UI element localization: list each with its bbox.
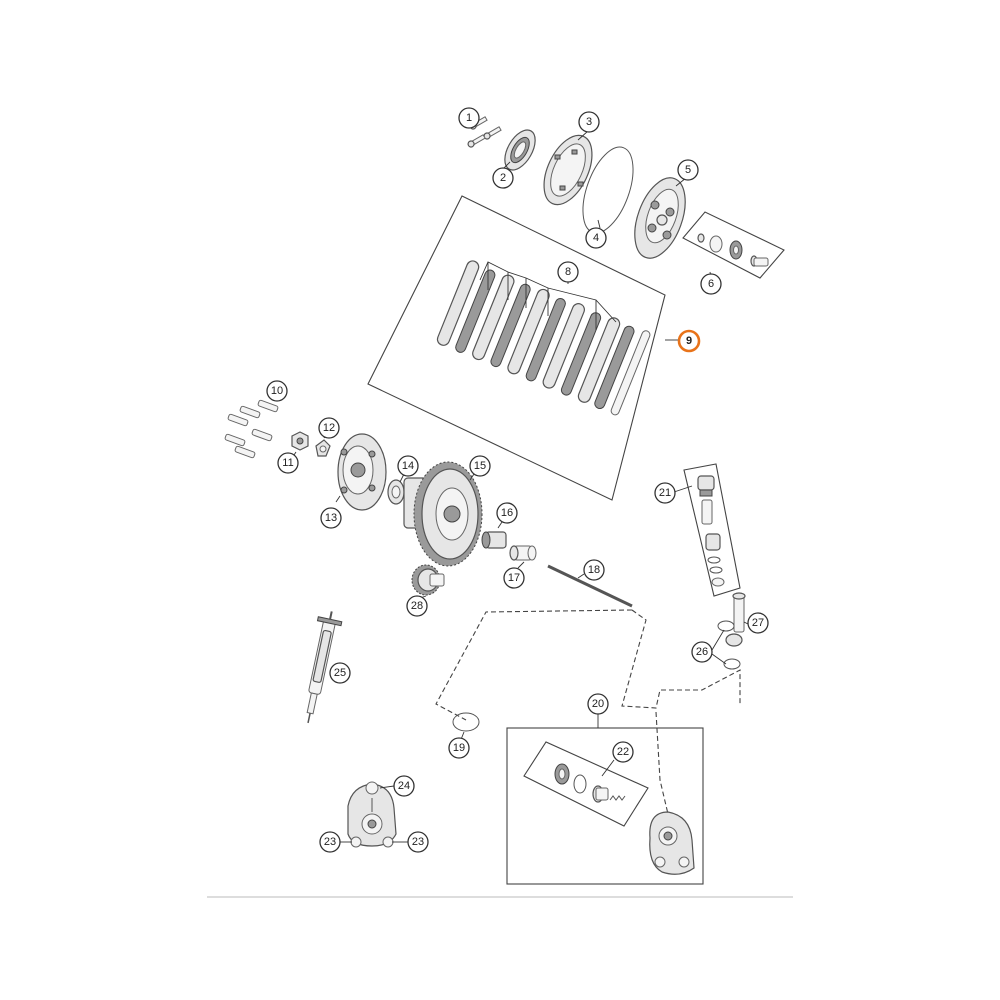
part-2-bearing	[504, 129, 536, 171]
callout-14-label: 14	[402, 460, 414, 472]
callout-13[interactable]: 13	[320, 507, 342, 529]
callout-3-label: 3	[586, 116, 592, 128]
callout-1[interactable]: 1	[458, 107, 480, 129]
callout-26[interactable]: 26	[691, 641, 713, 663]
routing-path	[621, 609, 741, 709]
part-5-pressure-plate	[634, 177, 686, 259]
callout-18-label: 18	[588, 564, 600, 576]
callout-15[interactable]: 15	[469, 455, 491, 477]
part-20-slave-cylinder	[649, 811, 695, 875]
part-21-piston-kit	[683, 463, 741, 597]
part-27-banjo-bolt	[725, 592, 746, 647]
callout-19[interactable]: 19	[448, 737, 470, 759]
part-24-cover	[347, 781, 397, 848]
callout-13-label: 13	[325, 512, 337, 524]
part-14-washer	[387, 479, 405, 505]
part-8-leaders	[479, 261, 617, 330]
callout-21[interactable]: 21	[654, 482, 676, 504]
callout-27-label: 27	[752, 617, 764, 629]
callout-8[interactable]: 8	[557, 261, 579, 283]
part-9-frame	[367, 195, 666, 501]
callout-22-label: 22	[617, 746, 629, 758]
callout-14[interactable]: 14	[397, 455, 419, 477]
part-3-lock-plate	[543, 134, 593, 206]
callout-24-label: 24	[398, 780, 410, 792]
callout-10[interactable]: 10	[266, 380, 288, 402]
callout-10-label: 10	[271, 385, 283, 397]
callout-23-left[interactable]: 23	[319, 831, 341, 853]
callout-23-right[interactable]: 23	[407, 831, 429, 853]
part-28-gear	[411, 564, 445, 596]
part-22-seal-kit	[554, 763, 626, 803]
part-18-push-rod	[547, 564, 633, 608]
callout-16-label: 16	[501, 507, 513, 519]
routing-path-left	[435, 609, 633, 721]
part-19-o-ring	[452, 712, 480, 732]
callout-5-label: 5	[685, 164, 691, 176]
callout-24[interactable]: 24	[393, 775, 415, 797]
callout-5[interactable]: 5	[677, 159, 699, 181]
callout-26-label: 26	[696, 646, 708, 658]
callout-19-label: 19	[453, 742, 465, 754]
callout-17[interactable]: 17	[503, 567, 525, 589]
part-10-pins	[224, 399, 279, 459]
part-6-bearing-kit	[682, 211, 785, 279]
part-25-syringe	[306, 611, 343, 724]
callout-2[interactable]: 2	[492, 167, 514, 189]
part-17-bushing	[509, 545, 537, 561]
callout-25-label: 25	[334, 667, 346, 679]
callout-21-label: 21	[659, 487, 671, 499]
callout-9-highlighted[interactable]: 9	[677, 329, 701, 353]
callout-12-label: 12	[323, 422, 335, 434]
callout-15-label: 15	[474, 460, 486, 472]
routing-path-right	[655, 711, 669, 815]
part-11-nut	[291, 431, 309, 451]
callout-27[interactable]: 27	[747, 612, 769, 634]
part-8-clutch-discs	[436, 260, 651, 416]
callout-2-label: 2	[500, 172, 506, 184]
callout-9-label: 9	[686, 335, 692, 347]
callout-1-label: 1	[466, 112, 472, 124]
callout-18[interactable]: 18	[583, 559, 605, 581]
callout-28[interactable]: 28	[406, 595, 428, 617]
part-12-lock-washer	[315, 439, 331, 457]
callout-20-label: 20	[592, 698, 604, 710]
callout-12[interactable]: 12	[318, 417, 340, 439]
callout-16[interactable]: 16	[496, 502, 518, 524]
callout-4[interactable]: 4	[585, 227, 607, 249]
part-13-inner-hub	[337, 433, 387, 511]
callout-17-label: 17	[508, 572, 520, 584]
part-26-washers	[717, 620, 741, 670]
callout-6[interactable]: 6	[700, 273, 722, 295]
callout-8-label: 8	[565, 266, 571, 278]
callout-11-label: 11	[282, 457, 293, 469]
callout-6-label: 6	[708, 278, 714, 290]
callout-3[interactable]: 3	[578, 111, 600, 133]
callout-11[interactable]: 11	[277, 452, 299, 474]
callout-23-left-label: 23	[324, 836, 336, 848]
part-16-needle-bearing	[481, 531, 507, 549]
part-15-clutch-basket	[403, 461, 483, 567]
part-20-frame	[506, 727, 704, 885]
callout-4-label: 4	[593, 232, 599, 244]
callout-28-label: 28	[411, 600, 423, 612]
callout-22[interactable]: 22	[612, 741, 634, 763]
callout-25[interactable]: 25	[329, 662, 351, 684]
callout-20[interactable]: 20	[587, 693, 609, 715]
part-22-frame	[523, 741, 649, 827]
callout-23-right-label: 23	[412, 836, 424, 848]
